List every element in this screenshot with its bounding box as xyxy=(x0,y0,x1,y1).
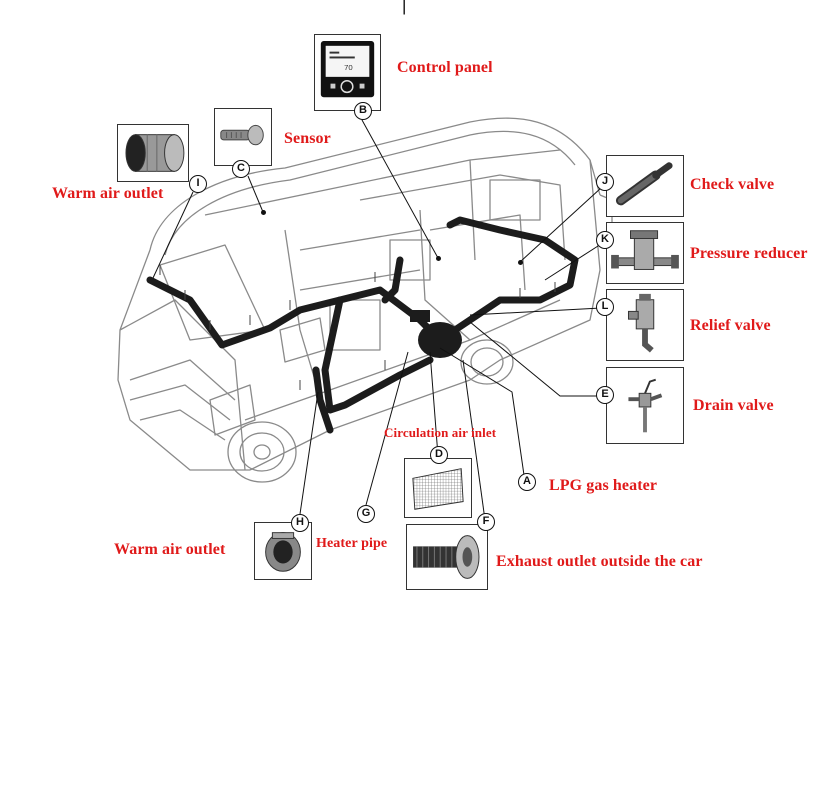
exhaust-outlet-icon xyxy=(406,524,488,590)
label-exhaust-outlet: Exhaust outlet outside the car xyxy=(496,553,703,570)
control-panel-icon: 70 xyxy=(314,34,381,111)
control-panel-screen-value: 70 xyxy=(344,63,353,72)
marker-i: I xyxy=(189,175,207,193)
leader-dot xyxy=(518,260,523,265)
heater-unit xyxy=(410,310,462,358)
label-pressure-reducer: Pressure reducer xyxy=(690,245,808,262)
leader-dot xyxy=(436,256,441,261)
marker-k: K xyxy=(596,231,614,249)
cropped-title: | xyxy=(402,0,407,15)
label-warm-air-outlet-i: Warm air outlet xyxy=(52,185,164,202)
duct-clips xyxy=(159,265,556,390)
heater-ducting xyxy=(146,216,579,434)
marker-j: J xyxy=(596,173,614,191)
air-inlet-grille-icon xyxy=(404,458,472,518)
label-control-panel: Control panel xyxy=(397,59,493,76)
label-check-valve: Check valve xyxy=(690,176,775,193)
marker-l: L xyxy=(596,298,614,316)
sensor-icon xyxy=(214,108,272,166)
label-heater-pipe: Heater pipe xyxy=(316,536,388,551)
wheels xyxy=(227,339,514,483)
label-sensor: Sensor xyxy=(284,130,331,147)
label-circulation-air-inlet: Circulation air inlet xyxy=(384,425,497,440)
marker-a: A xyxy=(518,473,536,491)
pressure-reducer-icon xyxy=(606,222,684,284)
check-valve-icon xyxy=(606,155,684,217)
marker-c: C xyxy=(232,160,250,178)
relief-valve-icon xyxy=(606,289,684,361)
label-warm-air-outlet-h: Warm air outlet xyxy=(114,541,226,558)
marker-g: G xyxy=(357,505,375,523)
label-drain-valve: Drain valve xyxy=(693,397,774,414)
warm-air-outlet-icon xyxy=(117,124,189,182)
label-relief-valve: Relief valve xyxy=(690,317,771,334)
drain-valve-icon xyxy=(606,367,684,444)
marker-h: H xyxy=(291,514,309,532)
leader-lines xyxy=(152,119,602,521)
marker-d: D xyxy=(430,446,448,464)
marker-f: F xyxy=(477,513,495,531)
label-lpg-gas-heater: LPG gas heater xyxy=(549,477,658,494)
marker-b: B xyxy=(354,102,372,120)
leader-dot xyxy=(261,210,266,215)
marker-e: E xyxy=(596,386,614,404)
